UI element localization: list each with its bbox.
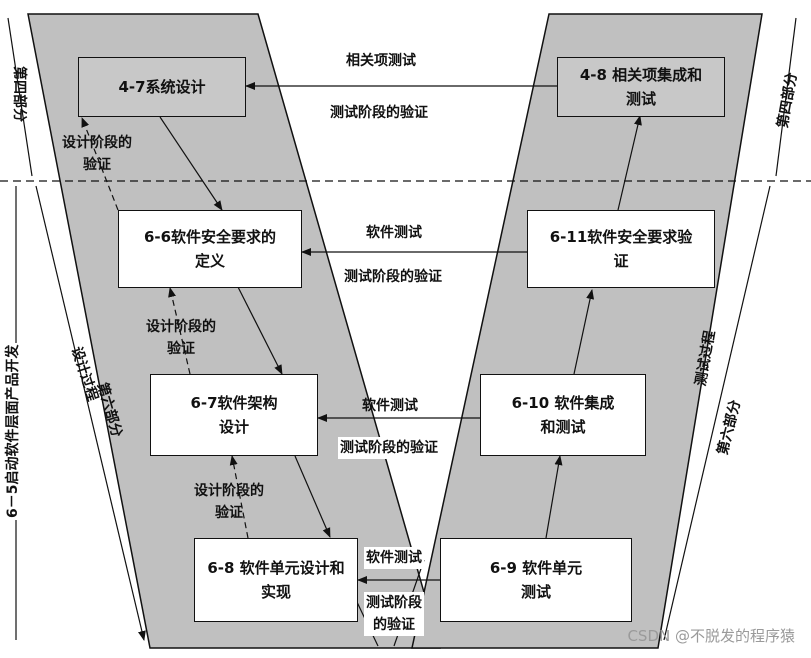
box-6-6-label-1: 6-6软件安全要求的 [143, 228, 277, 246]
label-design-verify-1-line2: 验证 [83, 157, 111, 173]
label-design-verify-1-line1: 设计阶段的 [62, 135, 132, 151]
box-6-8-unit-design: 6-8 软件单元设计和 实现 [194, 538, 358, 622]
box-4-8-label-2: 测试 [625, 90, 656, 108]
verify-66-to-47 [81, 117, 119, 211]
box-6-7-label-1: 6-7软件架构 [190, 394, 278, 412]
watermark: CSDN @不脱发的程序猿 [627, 627, 795, 645]
arrow-610-to-611 [573, 289, 595, 375]
label-design-verify-1: 设计阶段的 验证 [62, 132, 132, 176]
box-4-8-item-integration-test: 4-8 相关项集成和 测试 [557, 57, 725, 117]
box-6-10-label-1: 6-10 软件集成 [511, 394, 615, 412]
arrow-611-to-48 [617, 115, 642, 211]
test-band [411, 13, 763, 649]
box-6-9-label-2: 测试 [520, 583, 551, 601]
box-6-10-integration-test: 6-10 软件集成 和测试 [480, 374, 646, 456]
label-design-verify-2: 设计阶段的 验证 [146, 316, 216, 360]
box-6-10-label-2: 和测试 [540, 418, 586, 436]
box-4-8-label-1: 4-8 相关项集成和 [579, 66, 703, 84]
label-design-verify-3: 设计阶段的 验证 [194, 480, 264, 524]
arrow-67-to-68 [294, 455, 331, 538]
box-6-9-unit-test: 6-9 软件单元 测试 [440, 538, 632, 622]
box-6-11-label-1: 6-11软件安全要求验 [549, 228, 693, 246]
left-part6-line [35, 185, 146, 641]
label-test-verify-2: 测试阶段的验证 [344, 269, 442, 285]
arrow-66-to-67 [237, 286, 283, 375]
box-6-11-label-2: 证 [613, 252, 629, 270]
box-6-7-architecture-design: 6-7软件架构 设计 [150, 374, 318, 456]
label-design-verify-3-line1: 设计阶段的 [194, 483, 264, 499]
label-initiation: 6－5启动软件层面产品开发 [2, 342, 22, 520]
label-test-verify-1: 测试阶段的验证 [330, 105, 428, 121]
box-6-7-label-2: 设计 [218, 418, 249, 436]
label-part4-left: 第四部分 [11, 66, 27, 122]
label-test-verify-4-line1: 测试阶段 [366, 595, 422, 611]
label-software-test-1: 软件测试 [366, 225, 422, 241]
verify-67-to-66 [168, 287, 191, 375]
box-6-9-label-1: 6-9 软件单元 [489, 559, 583, 577]
label-test-verify-3: 测试阶段的验证 [338, 437, 440, 459]
label-design-verify-3-line2: 验证 [215, 505, 243, 521]
label-software-test-3: 软件测试 [364, 547, 424, 569]
box-4-7-label: 4-7系统设计 [118, 78, 206, 96]
box-6-6-label-2: 定义 [194, 252, 225, 270]
arrow-69-to-610 [545, 455, 563, 539]
arrow-47-to-66 [159, 116, 223, 211]
box-6-11-safety-verification: 6-11软件安全要求验 证 [527, 210, 715, 288]
label-test-verify-4-line2: 的验证 [373, 617, 415, 633]
right-part4-line [775, 17, 797, 177]
box-4-7-system-design: 4-7系统设计 [78, 57, 246, 117]
label-related-test: 相关项测试 [346, 53, 416, 69]
box-6-8-label-2: 实现 [260, 583, 291, 601]
box-6-8-label-1: 6-8 软件单元设计和 [207, 559, 345, 577]
verify-68-to-67 [229, 455, 249, 539]
label-software-test-2: 软件测试 [362, 398, 418, 414]
label-design-verify-2-line1: 设计阶段的 [146, 319, 216, 335]
right-part6-line [663, 185, 771, 641]
box-6-6-safety-requirements: 6-6软件安全要求的 定义 [118, 210, 302, 288]
label-test-verify-4: 测试阶段 的验证 [364, 592, 424, 636]
left-part4-line [7, 17, 33, 177]
label-design-verify-2-line2: 验证 [167, 341, 195, 357]
